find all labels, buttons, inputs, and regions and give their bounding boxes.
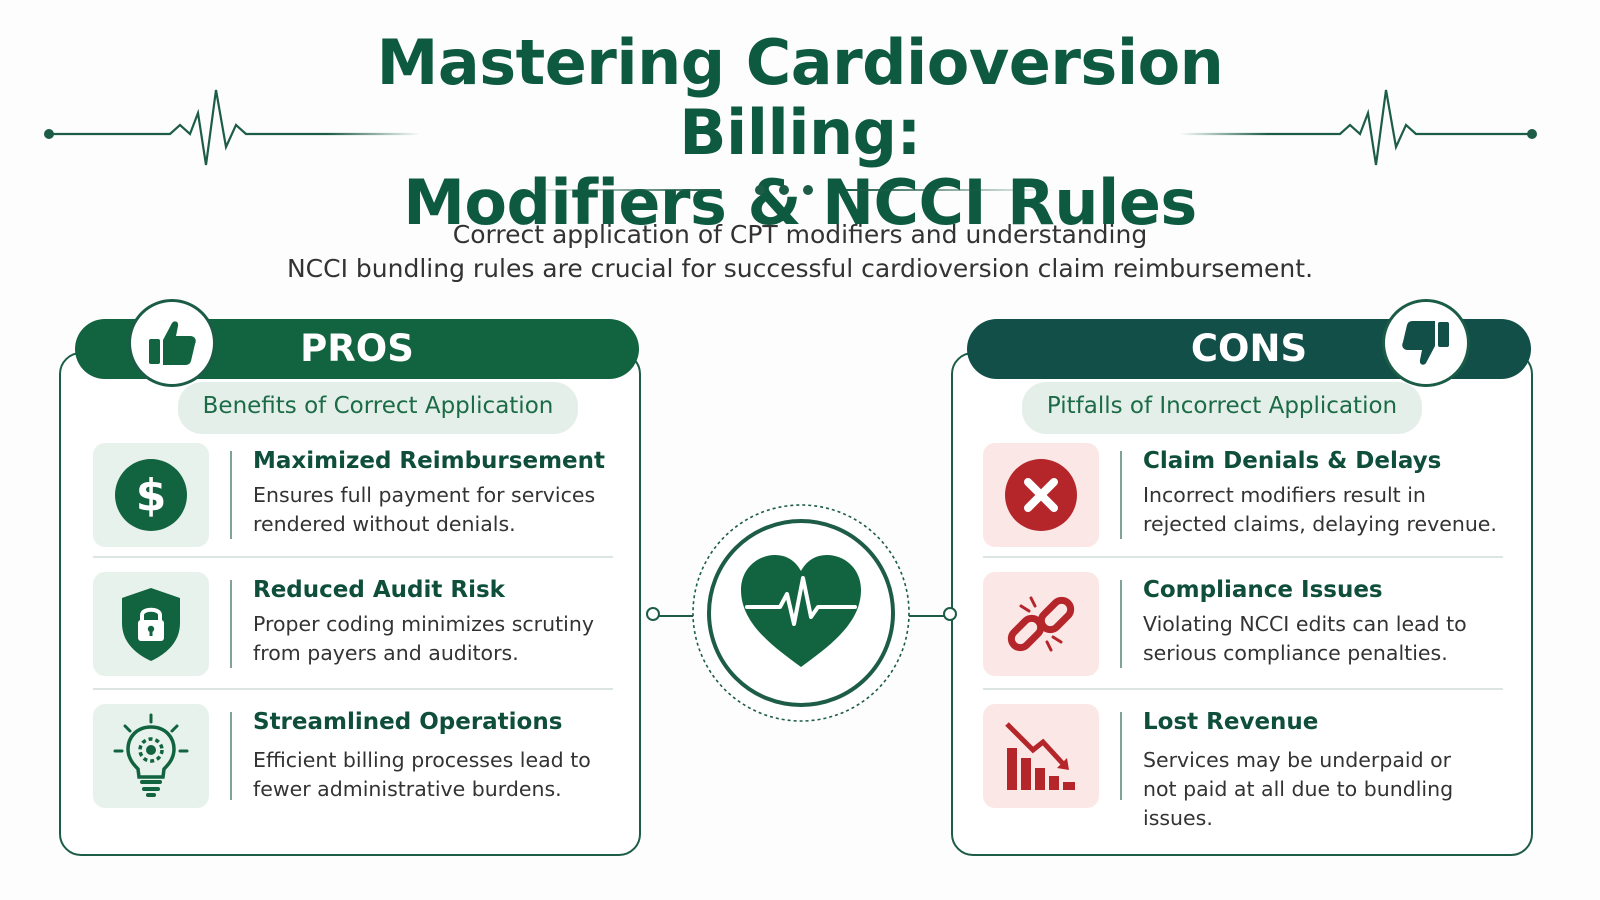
title-line-2: Modifiers & NCCI Rules: [403, 166, 1197, 239]
pros-item-1-desc-line-1: Ensures full payment for services: [253, 483, 596, 507]
pros-item-3-desc-line-1: Efficient billing processes lead to: [253, 748, 591, 772]
cons-badge: [1382, 299, 1470, 387]
cons-item-2: Compliance Issues Violating NCCI edits c…: [983, 572, 1511, 680]
cons-item-3-title: Lost Revenue: [1143, 709, 1319, 735]
title-line-1: Mastering Cardioversion Billing:: [376, 26, 1224, 169]
pros-item-3-tile: [93, 704, 209, 808]
pros-item-3: Streamlined Operations Efficient billing…: [93, 704, 621, 812]
cons-subtitle: Pitfalls of Incorrect Application: [1022, 382, 1422, 434]
cons-item-1: Claim Denials & Delays Incorrect modifie…: [983, 443, 1511, 551]
declining-chart-icon: [1005, 722, 1075, 790]
pros-item-1-tile: $: [93, 443, 209, 547]
page-subtitle: Correct application of CPT modifiers and…: [260, 218, 1340, 286]
connector-node-right: [943, 607, 957, 621]
pros-item-2-desc-line-2: from payers and auditors.: [253, 641, 519, 665]
pros-item-3-desc-line-2: fewer administrative burdens.: [253, 777, 562, 801]
svg-text:$: $: [136, 470, 167, 521]
thumbs-up-icon: [149, 321, 196, 365]
cons-item-1-desc-line-1: Incorrect modifiers result in: [1143, 483, 1426, 507]
pros-item-2-desc-line-1: Proper coding minimizes scrutiny: [253, 612, 594, 636]
pros-separator-1: [93, 556, 613, 558]
cons-item-3-desc-line-1: Services may be underpaid or: [1143, 748, 1452, 772]
heart-ekg-icon: [741, 555, 861, 667]
pros-item-1-title: Maximized Reimbursement: [253, 448, 605, 474]
cons-item-1-desc: Incorrect modifiers result in rejected cl…: [1143, 481, 1513, 539]
ekg-line-right: [1180, 89, 1537, 166]
pros-item-2-title: Reduced Audit Risk: [253, 577, 505, 603]
pros-item-2-divider: [230, 580, 232, 668]
cons-item-3: Lost Revenue Services may be underpaid o…: [983, 704, 1511, 830]
cons-separator-1: [983, 556, 1503, 558]
cons-item-2-desc: Violating NCCI edits can lead to serious …: [1143, 610, 1513, 668]
cons-item-3-desc-line-2: not paid at all due to bundling issues.: [1143, 777, 1454, 830]
pros-item-1: $ Maximized Reimbursement Ensures full p…: [93, 443, 621, 551]
cons-item-2-desc-line-1: Violating NCCI edits can lead to: [1143, 612, 1467, 636]
pros-item-2-desc: Proper coding minimizes scrutiny from pay…: [253, 610, 623, 668]
pros-subtitle-text: Benefits of Correct Application: [202, 393, 554, 419]
cons-item-1-divider: [1120, 451, 1122, 539]
thumbs-down-icon: [1402, 321, 1449, 365]
shield-lock-icon: [122, 588, 180, 661]
pros-item-2: Reduced Audit Risk Proper coding minimiz…: [93, 572, 621, 680]
x-circle-icon: [1005, 459, 1077, 531]
cons-subtitle-text: Pitfalls of Incorrect Application: [1046, 393, 1398, 419]
cons-item-1-tile: [983, 443, 1099, 547]
pros-label: PROS: [300, 327, 414, 370]
cons-item-2-desc-line-2: serious compliance penalties.: [1143, 641, 1448, 665]
pros-item-1-desc: Ensures full payment for services rendere…: [253, 481, 623, 539]
pros-badge: [128, 299, 216, 387]
pros-item-1-desc-line-2: rendered without denials.: [253, 512, 516, 536]
subtitle-line-1: Correct application of CPT modifiers and…: [452, 220, 1148, 249]
broken-link-icon: [1007, 596, 1075, 652]
pros-separator-2: [93, 688, 613, 690]
page-title: Mastering Cardioversion Billing: Modifie…: [300, 28, 1300, 238]
lightbulb-gear-icon: [113, 713, 189, 797]
pros-subtitle: Benefits of Correct Application: [178, 382, 578, 434]
pros-item-3-title: Streamlined Operations: [253, 709, 563, 735]
pros-item-3-divider: [230, 712, 232, 800]
pros-item-2-tile: [93, 572, 209, 676]
title-divider: [520, 185, 1056, 195]
cons-item-1-title: Claim Denials & Delays: [1143, 448, 1442, 474]
cons-item-1-desc-line-2: rejected claims, delaying revenue.: [1143, 512, 1497, 536]
cons-item-2-tile: [983, 572, 1099, 676]
center-heart-emblem: [692, 504, 910, 722]
subtitle-line-2: NCCI bundling rules are crucial for succ…: [286, 254, 1314, 283]
connector-left: [649, 615, 697, 617]
pros-item-1-divider: [230, 451, 232, 539]
pros-item-3-desc: Efficient billing processes lead to fewer…: [253, 746, 623, 804]
ekg-line-left: [44, 89, 420, 166]
cons-separator-2: [983, 688, 1503, 690]
cons-item-3-desc: Services may be underpaid or not paid at …: [1143, 746, 1513, 833]
cons-label: CONS: [1190, 327, 1308, 370]
cons-item-2-title: Compliance Issues: [1143, 577, 1383, 603]
cons-item-3-divider: [1120, 712, 1122, 800]
connector-right: [905, 615, 953, 617]
cons-item-2-divider: [1120, 580, 1122, 668]
cons-item-3-tile: [983, 704, 1099, 808]
connector-node-left: [646, 607, 660, 621]
dollar-icon: $: [115, 459, 187, 531]
